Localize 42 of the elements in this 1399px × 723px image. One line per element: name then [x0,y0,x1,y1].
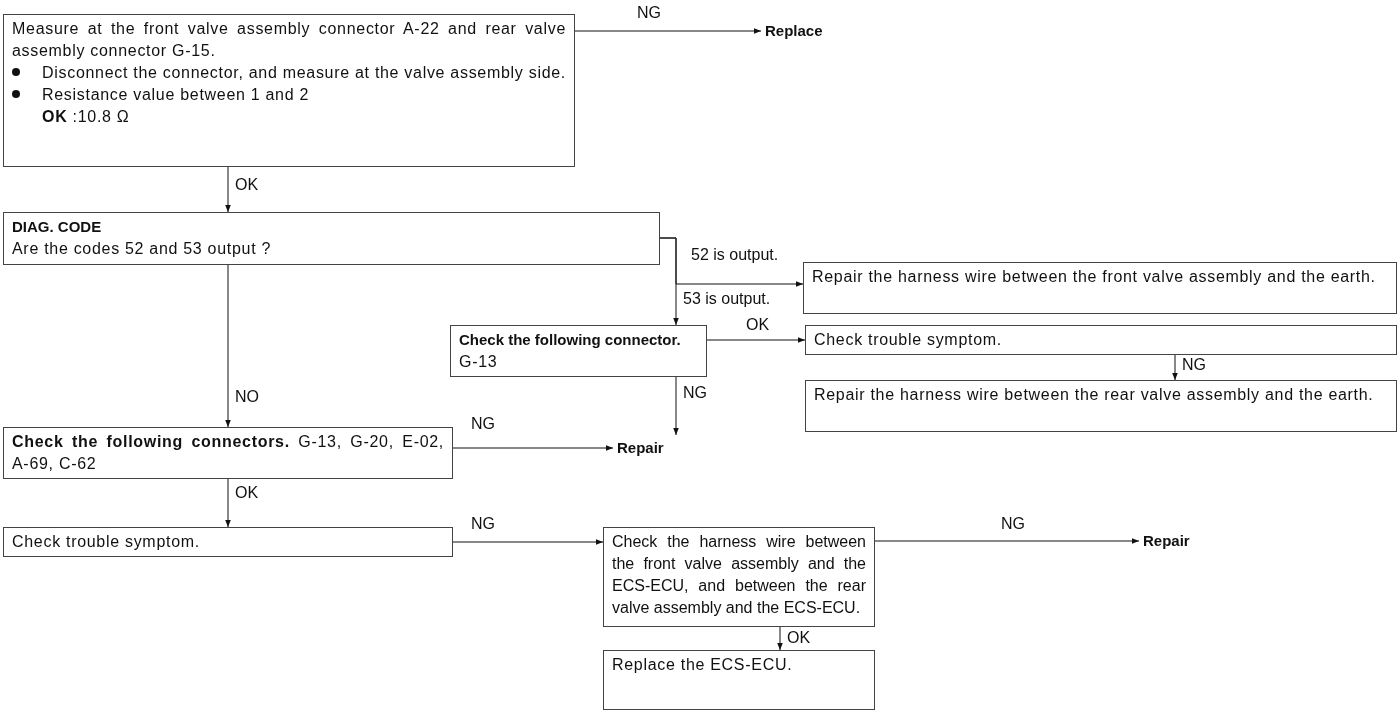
arrow [673,376,679,436]
step-box [803,262,1397,314]
arrow [225,264,231,428]
step-text: G-13 [459,352,499,372]
step-box [603,650,875,710]
step-text: Check the harness wire between the front valve assembly and the ECS-ECU, and between the rear valve assembly and the ECS-ECU. [612,532,866,618]
arrow [225,478,231,528]
step-text: Are the codes 52 and 53 output ? [12,239,273,259]
arrow [874,538,1140,544]
action-label: Repair [617,437,687,459]
step-text: OK :10.8 Ω [41,107,131,127]
arrow [659,237,679,326]
step-text: Check trouble symptom. [12,532,201,552]
bullet-text: Disconnect the connector, and measure at the valve assembly side. [42,63,566,83]
step-box [450,325,707,377]
bullet-text: Resistance value between 1 and 2 [42,85,309,105]
step-box [3,212,660,265]
edge-label: 53 is output. [682,290,772,308]
step-text: Check trouble symptom. [814,330,1003,350]
arrow [452,539,604,545]
step-box [3,527,453,557]
edge-label: 52 is output. [690,246,780,264]
arrow [1172,354,1178,381]
arrow [225,166,231,213]
step-box [603,527,875,627]
arrow [777,626,783,651]
action-label: Repair [1143,530,1213,552]
step-text: Measure at the front valve assembly connector A-22 and rear valve assembly connector G-15. [12,19,566,61]
step-heading: Check the following connector. [459,330,682,350]
arrow [706,337,806,343]
step-box [805,325,1397,355]
step-box [805,380,1397,432]
step-box [3,427,453,479]
step-heading: DIAG. CODE [12,217,103,237]
action-label: Replace [765,20,835,42]
arrow [574,28,762,34]
step-text: Check the following connectors. G-13, G-20, E-02, A-69, C-62 [12,432,444,474]
step-text: Repair the harness wire between the rear valve assembly and the earth. [814,385,1375,405]
step-text: Replace the ECS-ECU. [612,655,794,675]
step-text: Repair the harness wire between the front valve assembly and the earth. [812,267,1377,287]
step-box [3,14,575,167]
arrow [452,445,614,451]
